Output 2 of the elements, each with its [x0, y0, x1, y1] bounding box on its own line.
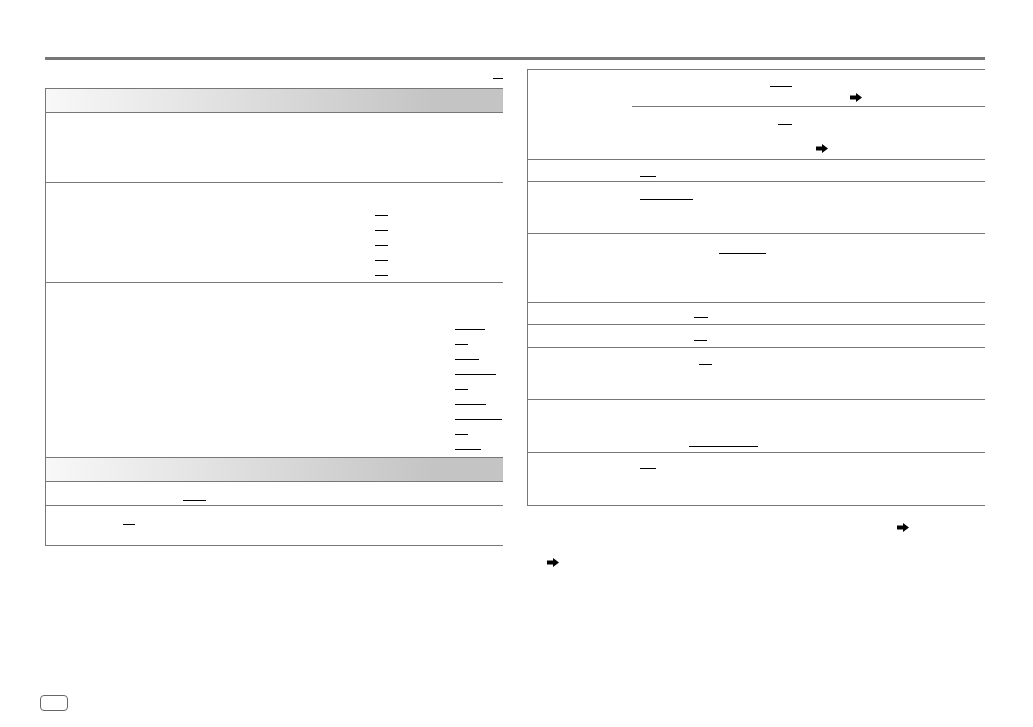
- section-band: [46, 458, 503, 481]
- section-band: [46, 89, 503, 112]
